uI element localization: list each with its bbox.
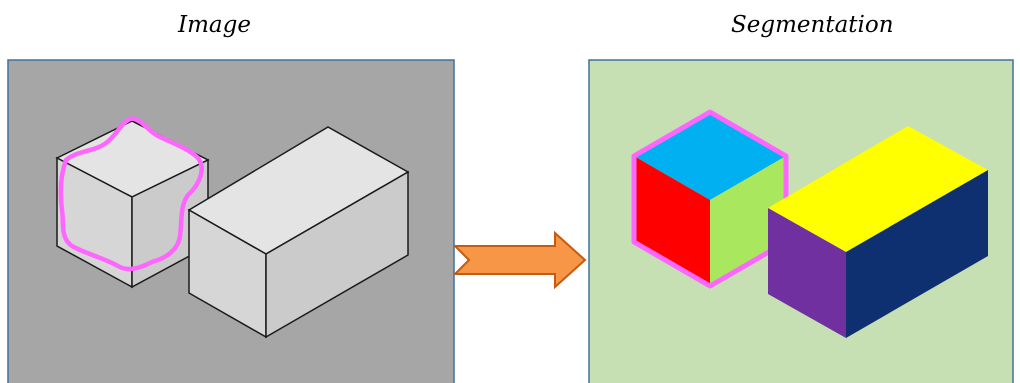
- image-rectangular-box: [187, 126, 410, 339]
- user-scribble-stroke: [58, 116, 204, 272]
- arrow-icon: [452, 230, 587, 290]
- segment-cube-left: [634, 156, 710, 286]
- segment-cube-right: [710, 156, 786, 286]
- segmentation-panel: [588, 59, 1014, 383]
- segment-box-top: [768, 126, 988, 252]
- segmented-cube: [631, 109, 789, 289]
- segmented-box: [768, 126, 988, 338]
- image-box-side-face: [265, 170, 409, 339]
- image-panel-title: Image: [178, 12, 251, 38]
- segment-box-front: [768, 208, 846, 338]
- segment-box-side: [846, 170, 988, 338]
- image-panel: [7, 59, 455, 383]
- segmentation-panel-title: Segmentation: [731, 12, 894, 38]
